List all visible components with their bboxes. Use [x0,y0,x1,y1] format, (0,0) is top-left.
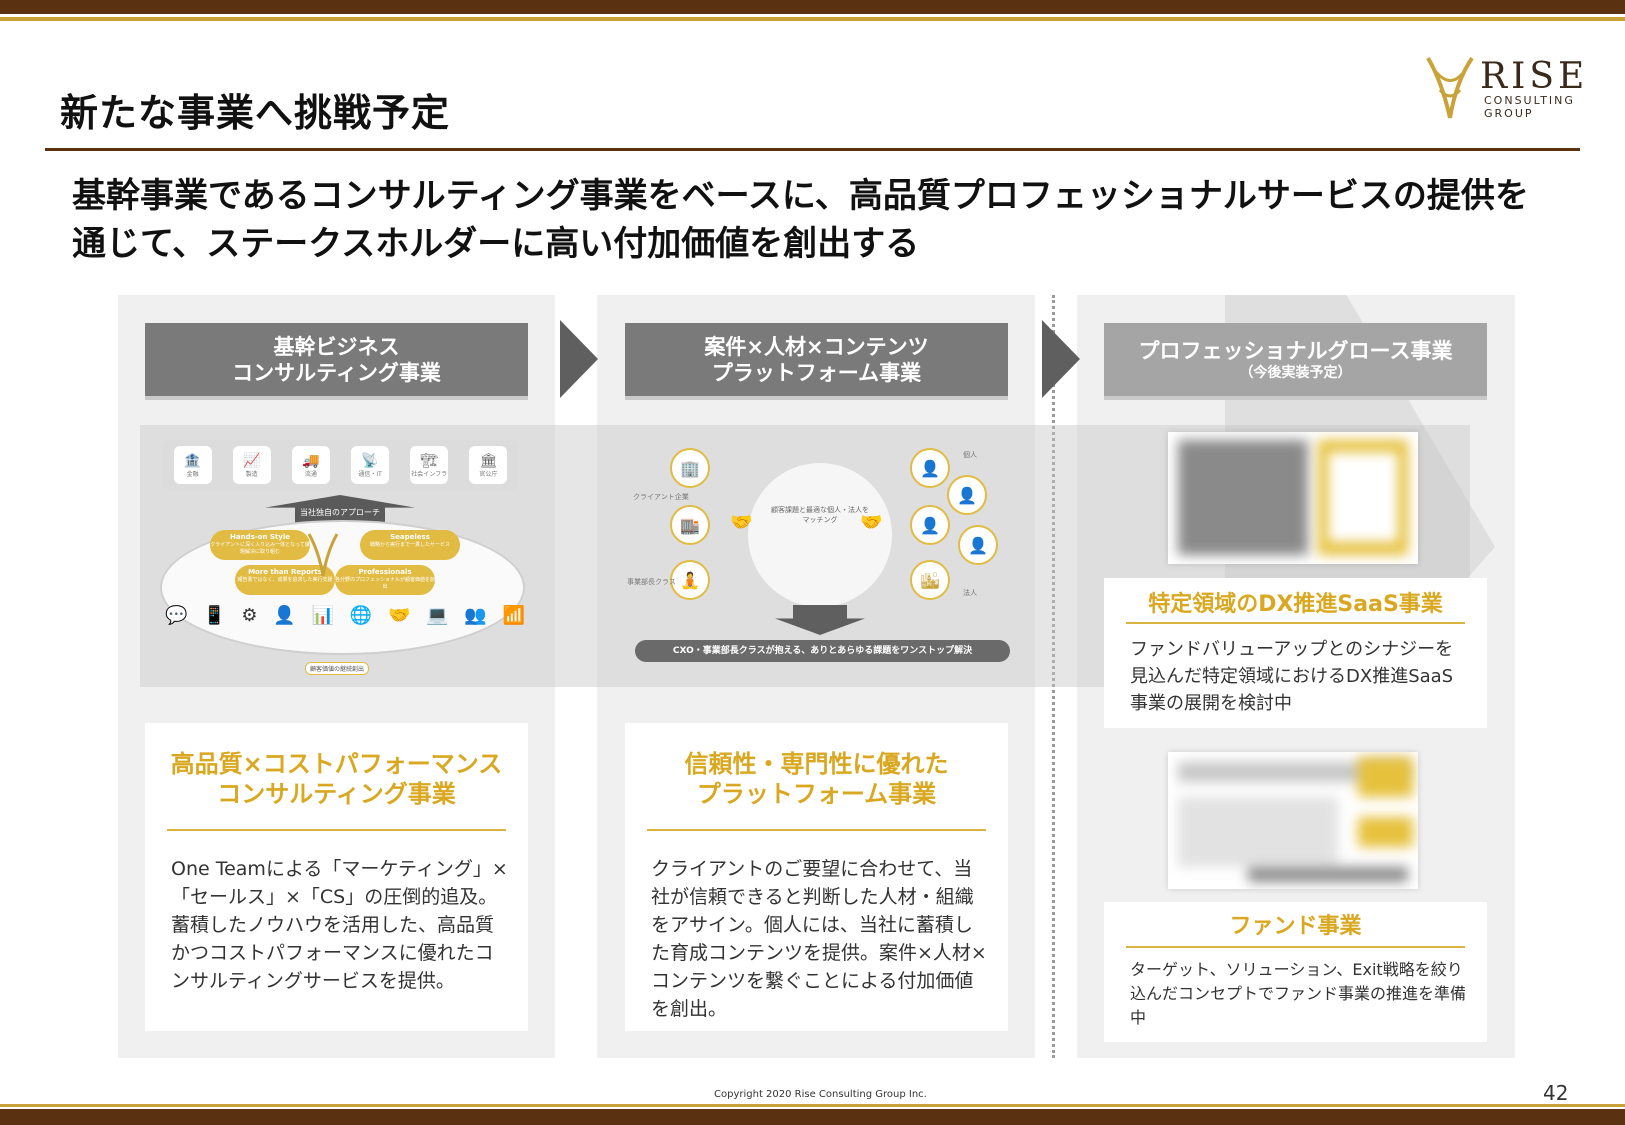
dotted-divider [1052,295,1055,1058]
company-logo: RISE CONSULTING GROUP [1420,52,1584,122]
page-title: 新たな事業へ挑戦予定 [60,91,451,135]
card-divider [1126,946,1465,948]
card-platform-body: クライアントのご要望に合わせて、当社が信頼できると判断した人材・組織をアサイン。… [651,858,987,1020]
office-icon: 🏬 [670,505,710,545]
card-fund-body: ターゲット、ソリューション、Exit戦略を絞り込んだコンセプトでファンド事業の推… [1130,960,1467,1027]
digital-icon: ⚙ [241,605,258,626]
header-platform-business: 案件×人材×コンテンツ プラットフォーム事業 [625,323,1008,396]
top-border-bar [0,0,1625,14]
logo-emblem-icon [307,533,339,577]
header-core-line1: 基幹ビジネス [273,334,400,359]
innovation-icon: 👤 [273,605,296,626]
ma-icon: 🤝 [387,605,411,626]
matching-center-text: 顧客課題と最適な個人・法人をマッチング [771,506,869,524]
it-icon: 💻 [426,605,449,626]
blurred-content [1178,440,1308,555]
blurred-content [1178,797,1338,867]
fintech-icon: 📱 [203,605,226,626]
division-head-label: 事業部長クラス [627,578,676,586]
headline-line2: 通じて、ステークスホルダーに高い付加価値を創出する [72,224,920,264]
individual-icon: 👤 [910,505,950,545]
pmo-icon: 👥 [464,605,487,626]
logo-wordmark: RISE [1480,56,1589,97]
header-platform-line2: プラットフォーム事業 [711,360,922,385]
individual-icon: 👤 [947,475,987,515]
card-dx-saas-body: ファンドバリューアップとのシナジーを見込んだ特定領域におけるDX推進SaaS事業… [1130,639,1454,714]
saas-screenshot-thumbnail [1168,432,1418,564]
blurred-content [1328,452,1398,542]
chevron-right-icon [1042,320,1080,398]
card-fund-title: ファンド事業 [1229,914,1362,939]
industry-icon-strip: 🏦金融 📈製造 🚚流通 📡通信・IT 🏗社会インフラ 🏛官公庁 [163,440,518,490]
bottom-accent-line [0,1104,1625,1107]
card-dx-saas-title: 特定領域のDX推進SaaS事業 [1148,592,1443,617]
factory-icon: 📈製造 [232,446,271,484]
building-icon: 🏢 [670,448,710,488]
blurred-content [1248,867,1408,882]
logo-subtitle: CONSULTING GROUP [1484,94,1575,120]
handshake-icon: 🤝 [730,512,753,533]
logo-sub-line1: CONSULTING [1484,94,1575,107]
header-growth-sub: （今後実装予定） [1239,364,1352,381]
blurred-content [1358,817,1413,847]
overseas-icon: 🌐 [349,605,373,626]
card-platform-title: 信頼性・専門性に優れた プラットフォーム事業 [684,750,949,808]
bpr-icon: 📶 [502,605,525,626]
title-underline [45,148,1580,151]
card-platform: 信頼性・専門性に優れた プラットフォーム事業 クライアントのご要望に合わせて、当… [625,723,1008,1031]
card-divider [647,829,986,831]
logo-sub-line2: GROUP [1484,107,1534,120]
top-accent-line [0,17,1625,21]
card-consulting-title: 高品質×コストパフォーマンス コンサルティング事業 [170,750,503,808]
card-fund: ファンド事業 ターゲット、ソリューション、Exit戦略を絞り込んだコンセプトでフ… [1104,902,1487,1042]
blurred-content [1178,762,1408,782]
fund-screenshot-thumbnail [1168,752,1418,889]
blurred-content [1358,757,1413,797]
platform-diagram: 顧客課題と最適な個人・法人をマッチング 🏢 🏬 🧘 クライアント企業 事業部長ク… [625,440,1015,670]
copyright-text: Copyright 2020 Rise Consulting Group Inc… [714,1089,927,1100]
card-divider [167,829,506,831]
consulting-diagram: 🏦金融 📈製造 🚚流通 📡通信・IT 🏗社会インフラ 🏛官公庁 当社独自のアプロ… [155,440,545,680]
down-arrow-icon [775,605,865,635]
individual-icon: 👤 [958,525,998,565]
antenna-icon: 📡通信・IT [351,446,390,484]
government-icon: 🏛官公庁 [469,446,508,484]
card-dx-saas: 特定領域のDX推進SaaS事業 ファンドバリューアップとのシナジーを見込んだ特定… [1104,578,1487,728]
header-platform-line1: 案件×人材×コンテンツ [704,334,929,359]
header-growth-business: プロフェッショナルグロース事業 （今後実装予定） [1104,323,1487,396]
cxo-solution-label: CXO・事業部長クラスが抱える、ありとあらゆる課題をワンストップ解決 [635,640,1010,662]
individual-label: 個人 [963,451,977,459]
newtech-icon: 💬 [165,605,188,626]
headline-line1: 基幹事業であるコンサルティング事業をベースに、高品質プロフェッショナルサービスの… [72,176,1529,216]
service-icons-row: 💬 📱 ⚙ 👤 📊 🌐 🤝 💻 👥 📶 [165,605,525,626]
truck-icon: 🚚流通 [291,446,330,484]
bottom-border-bar [0,1109,1625,1125]
corporation-icon: 🏙 [910,560,950,600]
header-core-line2: コンサルティング事業 [232,360,441,385]
infrastructure-icon: 🏗社会インフラ [410,446,449,484]
client-company-label: クライアント企業 [633,493,689,501]
strategy-icon: 📊 [311,605,334,626]
approach-label: 当社独自のアプローチ [300,508,380,517]
chevron-right-icon [560,320,598,398]
header-core-business: 基幹ビジネス コンサルティング事業 [145,323,528,396]
logo-emblem-icon [1426,56,1474,119]
handshake-icon: 🤝 [860,512,883,533]
feedback-label: 顧客価値の継続創出 [305,662,370,675]
matching-circle [745,460,895,610]
headline: 基幹事業であるコンサルティング事業をベースに、高品質プロフェッショナルサービスの… [72,172,1592,268]
bank-icon: 🏦金融 [173,446,212,484]
page-number: 42 [1543,1081,1569,1105]
person-icon: 🧘 [670,560,710,600]
card-consulting: 高品質×コストパフォーマンス コンサルティング事業 One Teamによる「マー… [145,723,528,1031]
header-growth-line1: プロフェッショナルグロース事業 [1138,338,1453,363]
individual-icon: 👤 [910,448,950,488]
card-consulting-body: One Teamによる「マーケティング」×「セールス」×「CS」の圧倒的追及。蓄… [171,858,508,992]
card-divider [1126,622,1465,624]
corporation-label: 法人 [963,589,977,597]
